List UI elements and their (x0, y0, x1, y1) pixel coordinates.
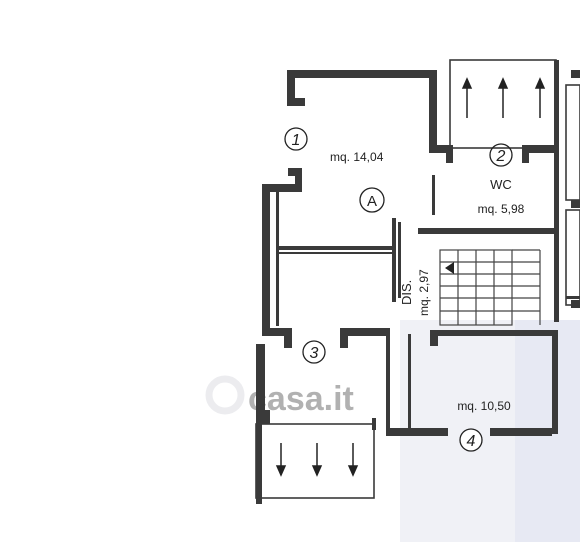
room-4-number: 4 (467, 433, 476, 450)
staircase (439, 249, 541, 326)
balcony-up-arrows (461, 77, 546, 118)
dis-name: DIS. (399, 280, 414, 305)
balcony-down-arrows (275, 443, 359, 477)
room-1-marker (284, 127, 308, 151)
apartment-letter: A (367, 193, 377, 210)
stair-direction-icon (445, 262, 454, 274)
apartment-marker (359, 187, 385, 213)
room-3-marker (302, 340, 326, 364)
room-3-number: 3 (310, 345, 319, 362)
room-1-area: mq. 14,04 (330, 150, 384, 164)
room-2-marker (489, 143, 513, 167)
room-2-area: mq. 5,98 (478, 202, 525, 216)
room-2-number: 2 (496, 148, 506, 165)
room-4-area: mq. 10,50 (457, 399, 511, 413)
walls (255, 59, 580, 504)
watermark: casa.it (205, 375, 354, 418)
dis-area: mq. 2,97 (417, 269, 431, 316)
room-4-marker (459, 428, 483, 452)
room-2-name: WC (490, 177, 512, 192)
room-1-number: 1 (292, 132, 301, 149)
